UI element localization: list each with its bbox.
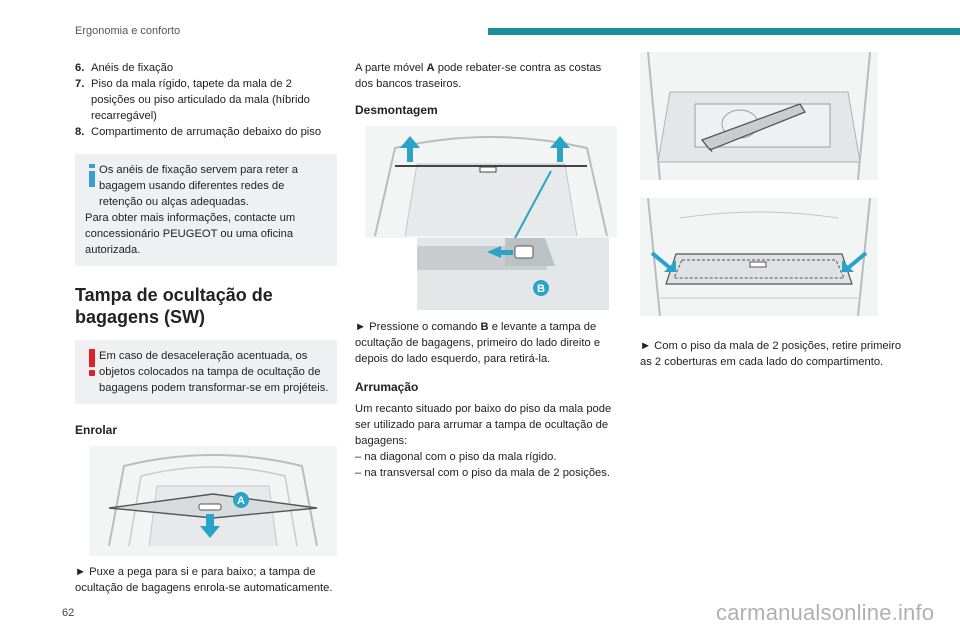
arrumacao-heading: Arrumação [355,380,419,394]
arrumacao-item: – na transversal com o piso da mala de 2… [355,467,610,479]
intro-paragraph: A parte móvel A pode rebater-se contra a… [355,60,617,92]
list-item-text: Compartimento de arrumação debaixo do pi… [91,126,322,138]
removal-illustration: B [365,126,617,310]
label-b: B [537,283,545,295]
list-item-text: Anéis de fixação [91,62,174,74]
underfloor-storage-illustration [640,51,878,181]
desmontagem-post: e levante a tampa de ocultação de bagage… [355,321,601,365]
section-title: Tampa de ocultação de bagagens (SW) [75,285,273,327]
intro-post: pode rebater-se contra as costas dos ban… [355,62,602,90]
list-item: 8. Compartimento de arrumação debaixo do… [75,124,337,140]
col3-text: ► Com o piso da mala de 2 posições, reti… [640,340,902,368]
list-item-number: 7. [75,78,85,90]
desmontagem-text: ► Pressione o comando B e levante a tamp… [355,319,617,367]
arrumacao-text: Um recanto situado por baixo do piso da … [355,403,612,447]
storage-illustration-top [640,51,878,181]
warning-note: Em caso de desaceleração acentuada, os o… [75,340,337,404]
header-accent-bar [488,28,960,35]
desmontagem-bold: B [480,321,489,333]
column-2: A parte móvel A pode rebater-se contra a… [355,60,617,481]
enrolar-heading: Enrolar [75,423,118,437]
desmontagem-heading: Desmontagem [355,103,438,117]
storage-illustration-bottom [640,197,878,317]
header-title: Ergonomia e conforto [75,25,181,37]
info-note-text-2: Para obter mais informações, contacte um… [85,212,296,256]
info-note: Os anéis de fixação servem para reter a … [75,154,337,266]
info-icon [89,164,95,187]
info-note-text-1: Os anéis de fixação servem para reter a … [99,164,298,208]
floor-covers-illustration [640,197,878,317]
enrolar-text: ► Puxe a pega para si e para baixo; a ta… [75,566,333,594]
warning-note-text: Em caso de desaceleração acentuada, os o… [99,350,329,394]
list-item-number: 8. [75,126,85,138]
list-item-text: Piso da mala rígido, tapete da mala de 2… [91,78,310,122]
intro-bold: A [426,62,435,74]
intro-pre: A parte móvel [355,62,427,74]
numbered-list: 6. Anéis de fixação 7. Piso da mala rígi… [75,60,337,140]
desmontagem-pre: ► Pressione o comando [355,321,481,333]
watermark: carmanualsonline.info [716,600,935,625]
desmontagem-illustration: B [355,126,617,311]
column-1: 6. Anéis de fixação 7. Piso da mala rígi… [75,60,337,596]
list-item: 7. Piso da mala rígido, tapete da mala d… [75,76,337,124]
arrumacao-item: – na diagonal com o piso da mala rígido. [355,451,557,463]
column-3: ► Com o piso da mala de 2 posições, reti… [640,51,902,370]
enrolar-illustration: A [89,446,337,556]
warning-icon [88,349,96,376]
list-item: 6. Anéis de fixação [75,60,337,76]
page-number: 62 [62,607,75,619]
label-a: A [237,495,245,507]
trunk-cover-illustration: A [89,446,337,556]
list-item-number: 6. [75,62,85,74]
